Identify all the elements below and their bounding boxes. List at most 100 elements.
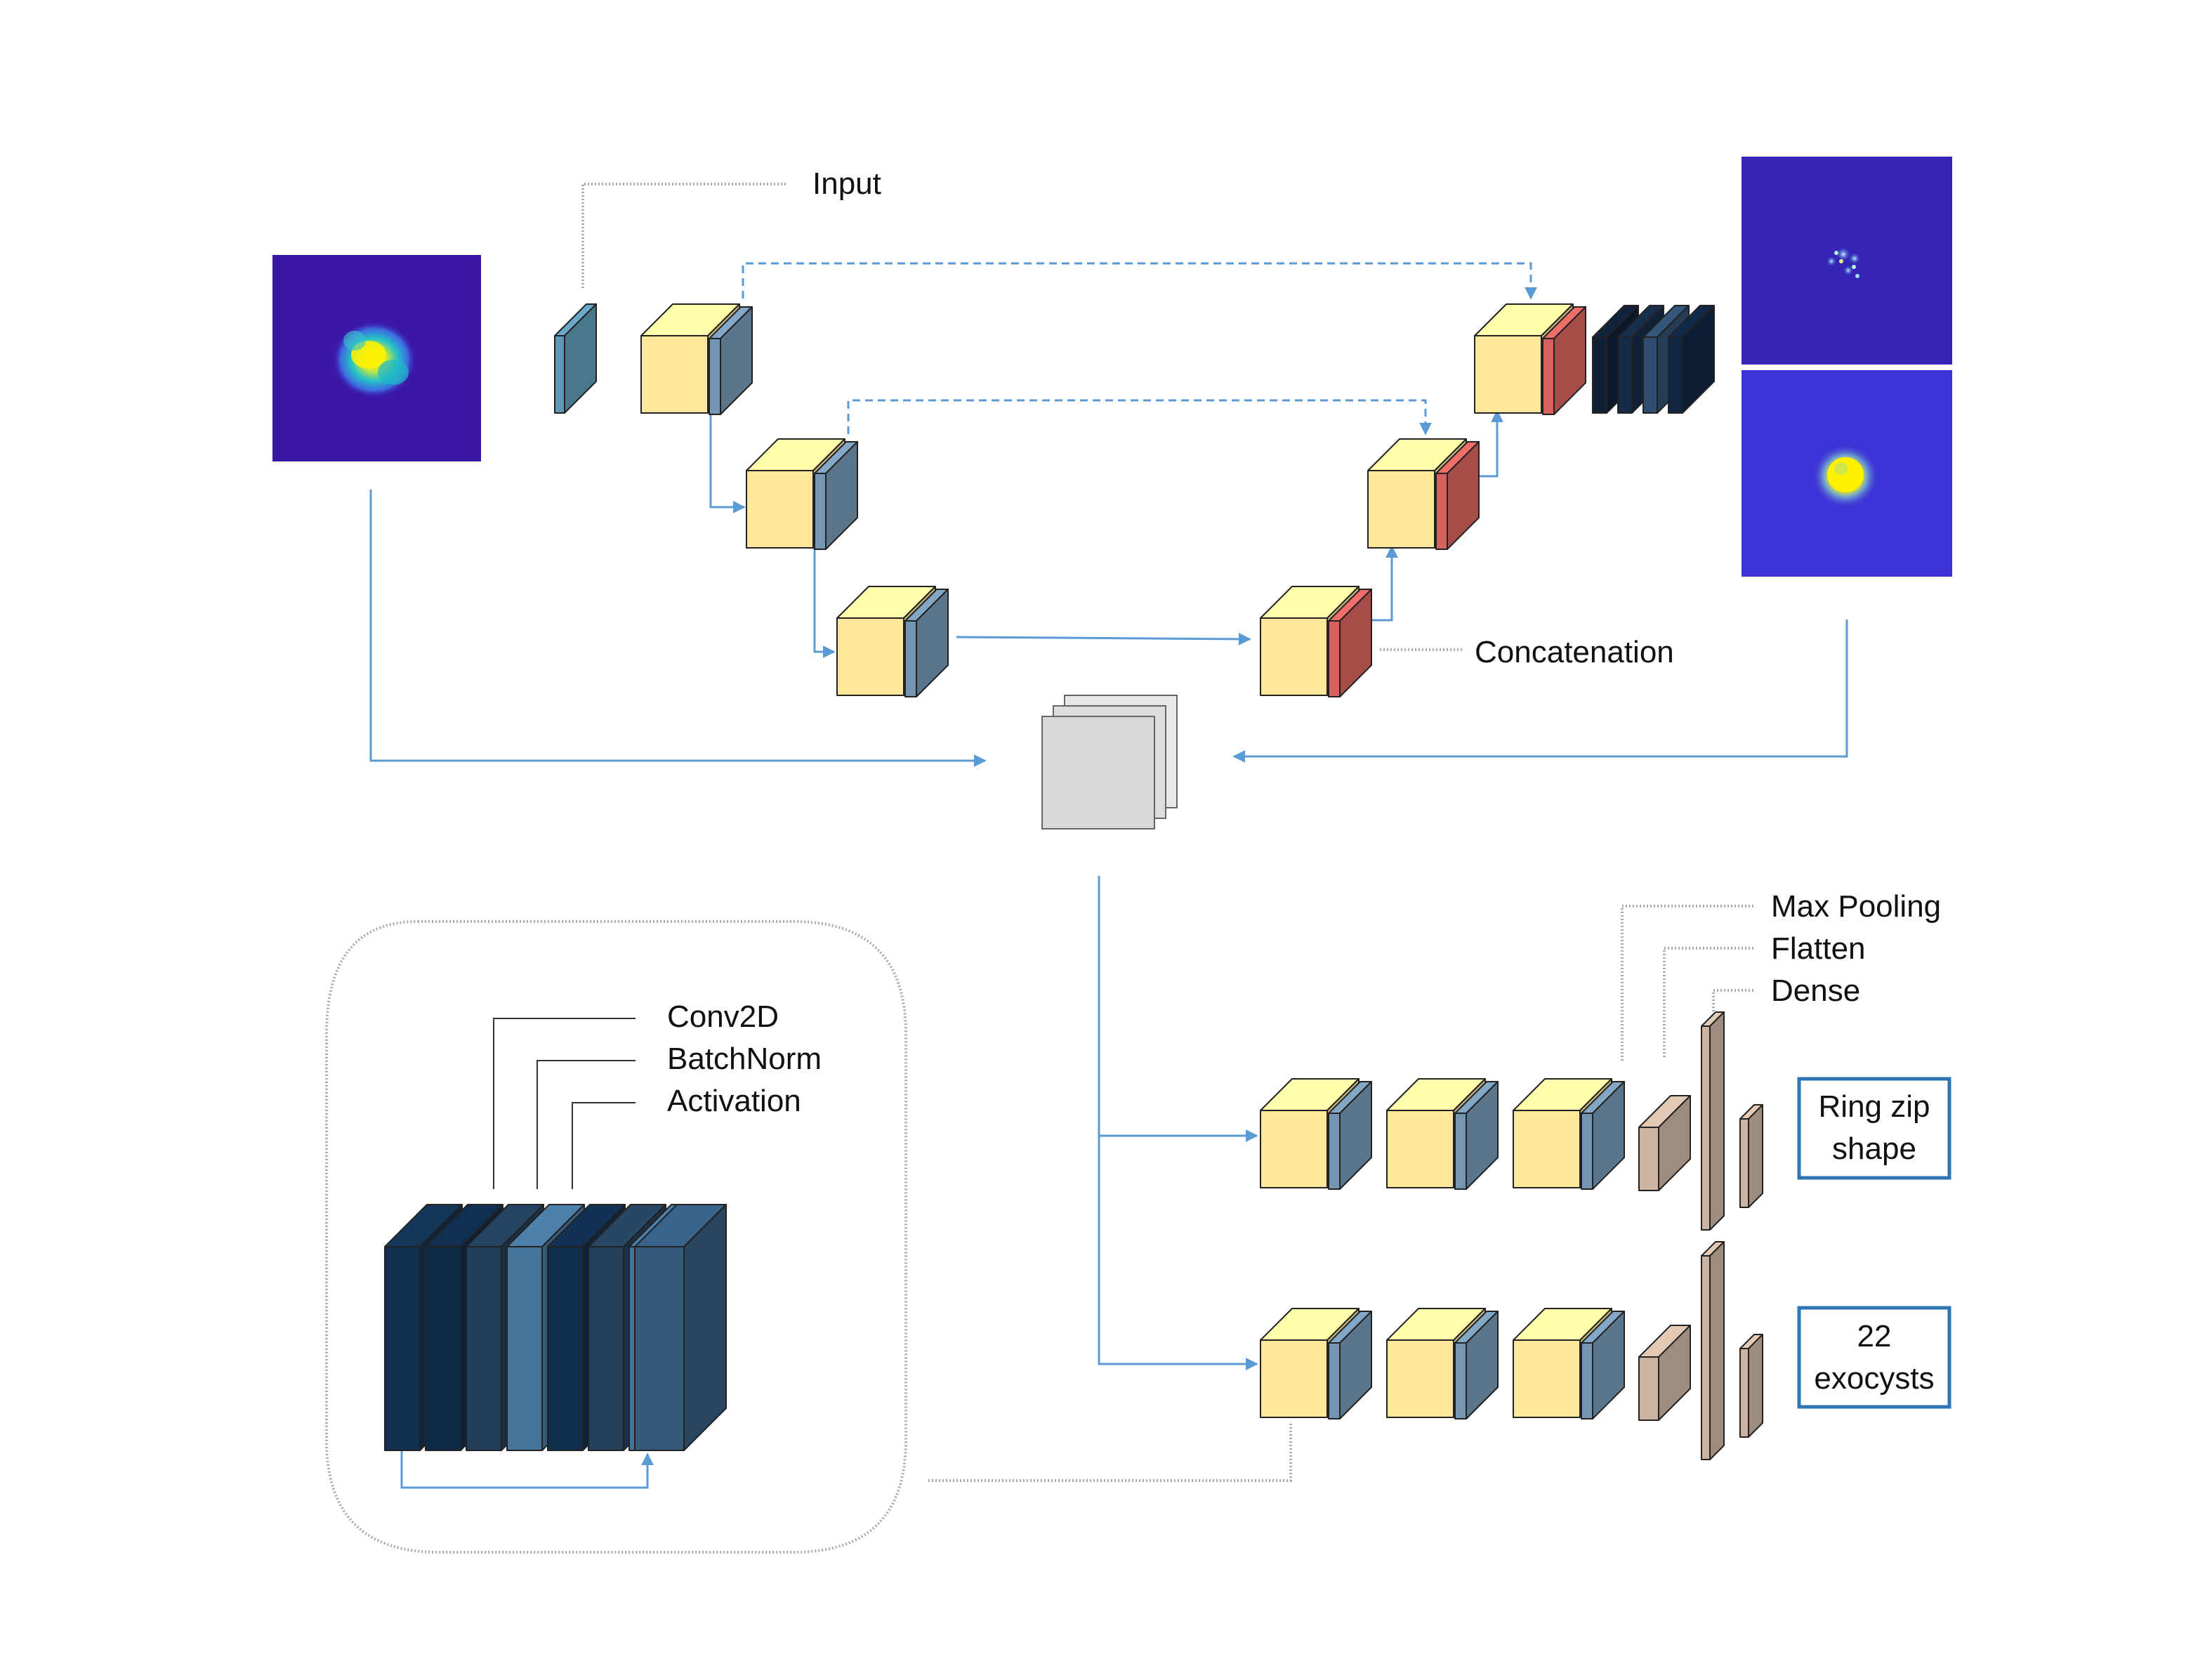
input-image	[272, 255, 481, 461]
encoder-down-1	[709, 411, 746, 513]
output-box-ring-zip: Ring zip shape	[1797, 1077, 1951, 1180]
conv2d-leader	[493, 1018, 636, 1189]
classifier-top-conv-2-conv-front	[1386, 1110, 1454, 1188]
block-detail-slab-front-side	[683, 1204, 727, 1451]
block-detail-slab-front	[634, 1204, 727, 1451]
output-label-ring-zip-line2: shape	[1832, 1132, 1916, 1166]
classifier-bottom-flatten-front	[1701, 1255, 1711, 1460]
decoder-1-slab	[1328, 589, 1372, 697]
decoder-1-conv-front	[1260, 617, 1328, 696]
dense-leader	[1712, 989, 1756, 1011]
output-conv-4	[1668, 305, 1715, 414]
output-label-exocysts-line1: 22	[1857, 1319, 1892, 1353]
merge-node	[1041, 695, 1178, 830]
classifier-bottom-conv-3-slab	[1581, 1311, 1625, 1419]
block-detail-frame	[325, 920, 907, 1554]
classifier-bottom-conv-3-slab-front	[1581, 1342, 1593, 1419]
block-detail-slab-front-front	[634, 1246, 685, 1451]
encoder-1-slab	[709, 306, 753, 415]
classifier-top-flatten-side	[1709, 1011, 1725, 1231]
fluorescence-heatmap-ring-icon	[1812, 444, 1879, 509]
decoder-2-slab-front	[1435, 473, 1448, 550]
block-detail-slab-6-front	[588, 1246, 624, 1451]
batchnorm-label: BatchNorm	[667, 1042, 822, 1076]
input-leader	[581, 183, 786, 288]
encoder-1-conv-front	[640, 335, 709, 414]
classifier-bottom-conv-1-slab	[1328, 1311, 1372, 1419]
stacked-feature-maps-icon	[1041, 695, 1178, 830]
encoder-2-slab	[814, 441, 858, 550]
classifier-top-maxpool-front	[1638, 1127, 1659, 1191]
output-conv-1-front	[1592, 336, 1607, 414]
output-box-exocysts: 22 exocysts	[1797, 1306, 1951, 1409]
encoder-down-2	[813, 546, 836, 658]
conv2d-label: Conv2D	[667, 999, 779, 1034]
max-pooling-leader	[1621, 905, 1756, 1061]
classifier-bottom-conv-1-slab-front	[1328, 1342, 1341, 1419]
classifier-bottom-flatten-side	[1709, 1241, 1725, 1460]
leader-lines	[325, 183, 1756, 1554]
output-to-merge	[1232, 619, 1848, 763]
classifier-top-dense-front	[1739, 1118, 1749, 1208]
encoder-3-conv-front	[836, 617, 904, 696]
block-detail-slab-3-front	[466, 1246, 502, 1451]
encoder-3-slab	[904, 589, 949, 697]
output-conv-2-front	[1617, 336, 1633, 414]
encoder-2-conv-front	[746, 470, 814, 549]
classifier-bottom-maxpool	[1638, 1325, 1691, 1421]
decoder-2-slab	[1435, 441, 1480, 550]
encoder-1-slab-front	[709, 338, 721, 415]
output-label-ring-zip-line1: Ring zip	[1819, 1089, 1930, 1124]
output-conv-4-front	[1668, 336, 1683, 414]
classifier-bottom-conv-2-conv-front	[1386, 1339, 1454, 1418]
classifier-bottom-dense	[1739, 1334, 1763, 1438]
activation-label: Activation	[667, 1084, 801, 1118]
classifier-top-conv-2-slab-front	[1454, 1113, 1467, 1190]
activation-leader	[572, 1102, 636, 1189]
classifier-top-flatten	[1701, 1011, 1725, 1231]
block-detail-slab-1-front	[384, 1246, 421, 1451]
classifier-top-conv-3-slab	[1581, 1081, 1625, 1190]
fluorescence-heatmap-dots-icon	[1826, 247, 1860, 278]
classifier-top-conv-3-slab-front	[1581, 1113, 1593, 1190]
output-image-top	[1742, 157, 1952, 365]
block-detail-slab-5-front	[547, 1246, 584, 1451]
encoder-2-slab-front	[814, 473, 827, 550]
blue-connectors	[369, 262, 1848, 1489]
classifier-bottom-maxpool-front	[1638, 1356, 1659, 1421]
fluorescence-heatmap-blob-icon	[332, 321, 416, 398]
classifier-top-conv-1-slab	[1328, 1081, 1372, 1190]
classifier-bottom-conv-3-conv-front	[1513, 1339, 1581, 1418]
output-label-exocysts-line2: exocysts	[1814, 1361, 1934, 1396]
input-label: Input	[812, 166, 881, 201]
classifier-top-conv-3-conv-front	[1513, 1110, 1581, 1188]
block-detail-slab-4-front	[506, 1246, 543, 1451]
block-detail-slab-2-front	[425, 1246, 461, 1451]
concatenation-label: Concatenation	[1475, 635, 1674, 669]
input-layer	[554, 303, 597, 414]
classifier-bottom-dense-front	[1739, 1348, 1749, 1438]
decoder-3-conv-front	[1474, 335, 1542, 414]
decoder-3-slab-front	[1542, 338, 1555, 415]
flatten-label: Flatten	[1771, 931, 1866, 966]
classifier-top-conv-1-conv-front	[1260, 1110, 1328, 1188]
encoder-3-slab-front	[904, 620, 917, 697]
classifier-top-conv-1-slab-front	[1328, 1113, 1341, 1190]
classifier-top-dense	[1739, 1104, 1763, 1208]
classifier-bottom-conv-2-slab	[1454, 1311, 1499, 1419]
classifier-bottom-flatten	[1701, 1241, 1725, 1460]
merge-to-classifiers	[1098, 876, 1258, 1370]
block-residual	[400, 1447, 654, 1489]
bottleneck-link	[956, 632, 1251, 645]
classifier-bottom-conv-1-conv-front	[1260, 1339, 1328, 1418]
classifier-top-maxpool	[1638, 1095, 1691, 1191]
decoder-1-slab-front	[1328, 620, 1341, 697]
block-detail-leaders	[493, 1018, 636, 1189]
batchnorm-leader	[536, 1060, 636, 1189]
flatten-leader	[1663, 947, 1756, 1057]
decoder-3-slab	[1542, 306, 1586, 415]
layer-blocks	[384, 303, 1763, 1460]
skip-connection-2	[847, 399, 1432, 435]
skip-connection-1	[742, 262, 1537, 300]
